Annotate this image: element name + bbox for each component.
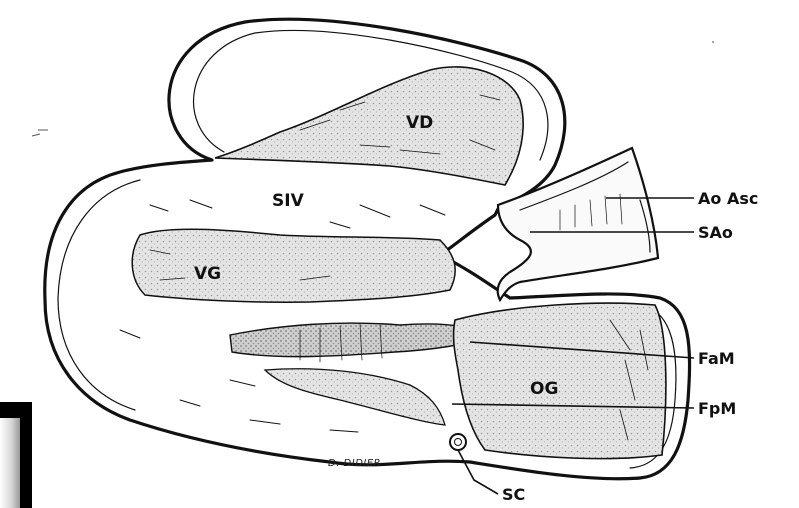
label-sao: SAo xyxy=(698,223,733,242)
label-siv: SIV xyxy=(272,191,305,211)
coronary-sinus xyxy=(450,434,466,450)
label-og: OG xyxy=(530,379,558,399)
label-ao-asc: Ao Asc xyxy=(698,189,758,208)
scan-corner-artifact xyxy=(0,402,32,508)
signature: D. DIDIER xyxy=(328,458,381,469)
label-fpm: FpM xyxy=(698,399,736,418)
label-vd: VD xyxy=(406,113,433,133)
label-fam: FaM xyxy=(698,349,735,368)
label-sc: SC xyxy=(502,485,525,504)
left-atrium: OG xyxy=(454,303,666,458)
left-ventricle: VG xyxy=(132,229,455,302)
label-vg: VG xyxy=(194,264,221,284)
